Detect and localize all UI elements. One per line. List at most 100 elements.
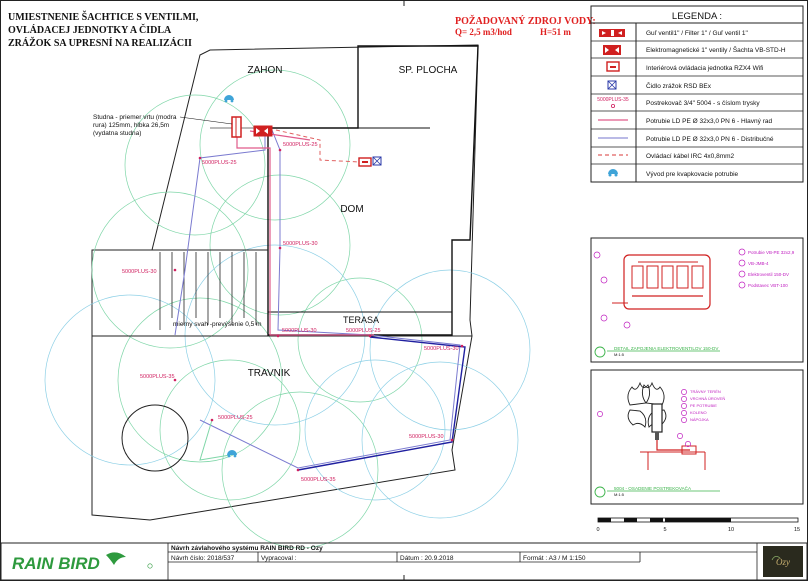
- brand-badge-text: Ozy: [776, 557, 790, 567]
- detail2-callout: PE POTRUBIE: [690, 403, 717, 408]
- rain-sensor-icon: [372, 156, 382, 166]
- legend-sprinkler-tag: 5000PLUS-35: [597, 97, 629, 103]
- detail2-callout: KOLENO: [690, 410, 707, 415]
- legend-item-label: Postrekovač 3/4" 5004 - s číslom trysky: [646, 100, 760, 107]
- sprinkler-label: 5000PLUS-25: [202, 160, 237, 166]
- sprinkler-labels: 5000PLUS-25 5000PLUS-25 5000PLUS-30 5000…: [122, 142, 459, 483]
- water-source-flow: Q= 2,5 m3/hod: [455, 27, 512, 37]
- scale-tick: 15: [794, 527, 800, 533]
- drip-outlet-icon: [608, 169, 618, 177]
- sprinkler-label: 5000PLUS-35: [140, 374, 175, 380]
- detail2-scale: M:1:5: [614, 492, 625, 497]
- sprinkler-body: [651, 403, 663, 433]
- sprinkler-label: 5000PLUS-25: [283, 142, 318, 148]
- legend-item-label: Elektromagnetické 1" ventily / Šachta VB…: [646, 45, 786, 54]
- sprinkler-icon: [198, 156, 202, 160]
- sprinkler-icon: [368, 334, 372, 338]
- detail1-callout: Potrubie VB-PE 32x2,9: [748, 250, 795, 255]
- logo-text: RAIN BIRD: [12, 554, 100, 573]
- sprinkler-label: 5000PLUS-25: [346, 328, 381, 334]
- sprinkler-label: 5000PLUS-30: [409, 434, 444, 440]
- well-note-line: rura) 125mm, hlbka 26,5m: [93, 122, 169, 129]
- legend-title: LEGENDA :: [672, 11, 722, 22]
- brand-badge: [763, 546, 803, 577]
- detail1-callout: Elektroventil 150-DV: [748, 272, 789, 277]
- detail2-caption: 5004 - OSADENIE POSTREKOVAČA: [614, 485, 692, 491]
- sprinkler-icon: [278, 148, 282, 152]
- area-label-zahon: ZAHON: [248, 65, 283, 76]
- title-block: RAIN BIRD Návrh závlahového systému RAIN…: [0, 542, 808, 581]
- legend-item-label: Potrubie LD PE Ø 32x3,0 PN 6 - Hlavný ra…: [646, 118, 772, 125]
- legend-item-label: Potrubie LD PE Ø 32x3,0 PN 6 - Distribuč…: [646, 136, 774, 143]
- detail2-callout: NÁPOJKA: [690, 417, 709, 422]
- slope-note: mierny svah -prevýšenie 0,5 m: [173, 321, 262, 328]
- area-label-terasa: TERASA: [343, 315, 379, 325]
- sprinkler-coverage-blue: [44, 244, 531, 519]
- project-number: Návrh číslo: 2018/537: [171, 555, 235, 562]
- valve-box-icon: [603, 45, 621, 55]
- well-note-line: Studna - priemer vrtu (modra: [93, 114, 177, 121]
- detail2-callout: VRCHNÁ ÚROVEŇ: [690, 396, 725, 401]
- detail1-callout: Podstavec VBT-100: [748, 283, 788, 288]
- sprinkler-icon: [296, 468, 300, 472]
- legend-item-label: Guľ ventil1" / Filter 1" / Guľ ventil 1": [646, 30, 748, 37]
- sprinkler-icon: [276, 334, 280, 338]
- detail1-scale: M:1:5: [614, 352, 625, 357]
- sprinkler-dots: [173, 148, 464, 472]
- water-source-height: H=51 m: [540, 27, 571, 37]
- valve-manifold-detail: Potrubie VB-PE 32x2,9 VB-JMB-4 Elektrove…: [590, 237, 804, 363]
- sprinkler-label: 5000PLUS-30: [122, 269, 157, 275]
- sprinkler-label: 5000PLUS-30: [283, 241, 318, 247]
- bird-icon: [106, 552, 126, 565]
- slope-hatch: [159, 252, 257, 330]
- header: UMIESTNENIE ŠACHTICE S VENTILMI, OVLÁDAC…: [8, 10, 596, 49]
- water-source-title: POŽADOVANÝ ZDROJ VODY:: [455, 15, 596, 27]
- sprinkler-label: 5000PLUS-30: [424, 346, 459, 352]
- sprinkler-label: 5000PLUS-35: [301, 477, 336, 483]
- project-title: Návrh závlahového systému RAIN BIRD RD -…: [171, 545, 323, 552]
- plot-boundary: [91, 44, 479, 521]
- valve-box-icon: [253, 125, 273, 137]
- legend-item-label: Ovládací kábel IRC 4x0,8mm2: [646, 153, 735, 160]
- main-pipe: [236, 128, 374, 336]
- scale-bar: 0 5 10 15: [596, 517, 800, 533]
- control-cable: [275, 129, 361, 163]
- detail2-callout: TRÁVNY TERÉN: [690, 389, 721, 394]
- legend-item-label: Čidlo zrážok RSD BEx: [646, 81, 712, 90]
- legend-item-label: Interiérová ovládacia jednotka RZX4 Wifi: [646, 65, 763, 72]
- header-title-line: OVLÁDACEJ JEDNOTKY A ČIDLA: [8, 23, 172, 36]
- sprinkler-icon: [210, 418, 214, 422]
- sprinkler-icon: [173, 378, 177, 382]
- sprinkler-install-detail: TRÁVNY TERÉN VRCHNÁ ÚROVEŇ PE POTRUBIE K…: [590, 369, 804, 505]
- site-plan: ZAHON SP. PLOCHA DOM TERASA TRAVNIK Stud…: [44, 44, 531, 549]
- sprinkler-label: 5000PLUS-25: [218, 415, 253, 421]
- controller-icon: [606, 61, 620, 72]
- drip-outlet-icon: [224, 95, 234, 103]
- rain-sensor-icon: [607, 80, 617, 90]
- area-label-dom: DOM: [340, 204, 363, 215]
- header-title-line: ZRÁŽOK SA UPRESNÍ NA REALIZÁCII: [8, 37, 192, 49]
- project-date: Dátum : 20.9.2018: [400, 555, 454, 562]
- house-outline: [267, 45, 479, 336]
- sprinkler-icon: [278, 246, 282, 250]
- filter-valve-icon: [599, 29, 625, 37]
- scale-tick: 5: [663, 527, 666, 533]
- project-format: Formát : A3 / M 1:150: [523, 555, 586, 562]
- detail1-callout: VB-JMB-4: [748, 261, 769, 266]
- sprinkler-icon: [173, 268, 177, 272]
- sprinkler-coverage-green: [91, 69, 423, 549]
- legend-item-label: Vývod pre kvapkovacie potrubie: [646, 171, 739, 178]
- filter-valve-icon: [231, 116, 242, 138]
- sprinkler-label: 5000PLUS-30: [282, 328, 317, 334]
- scale-tick: 0: [596, 527, 599, 533]
- scale-tick: 10: [728, 527, 734, 533]
- sprinkler-icon: [450, 438, 454, 442]
- controller-icon: [358, 157, 372, 167]
- legend: LEGENDA : 5000PLUS-35: [590, 5, 804, 183]
- detail1-caption: DETAIL ZAPOJENIA ELEKTROVENTILOV 150-DV: [614, 346, 719, 351]
- area-label-sp-plocha: SP. PLOCHA: [399, 65, 458, 76]
- sprinkler-icon: [460, 344, 464, 348]
- drip-outlet-icon: [227, 450, 237, 458]
- rain-bird-logo: RAIN BIRD: [12, 552, 153, 573]
